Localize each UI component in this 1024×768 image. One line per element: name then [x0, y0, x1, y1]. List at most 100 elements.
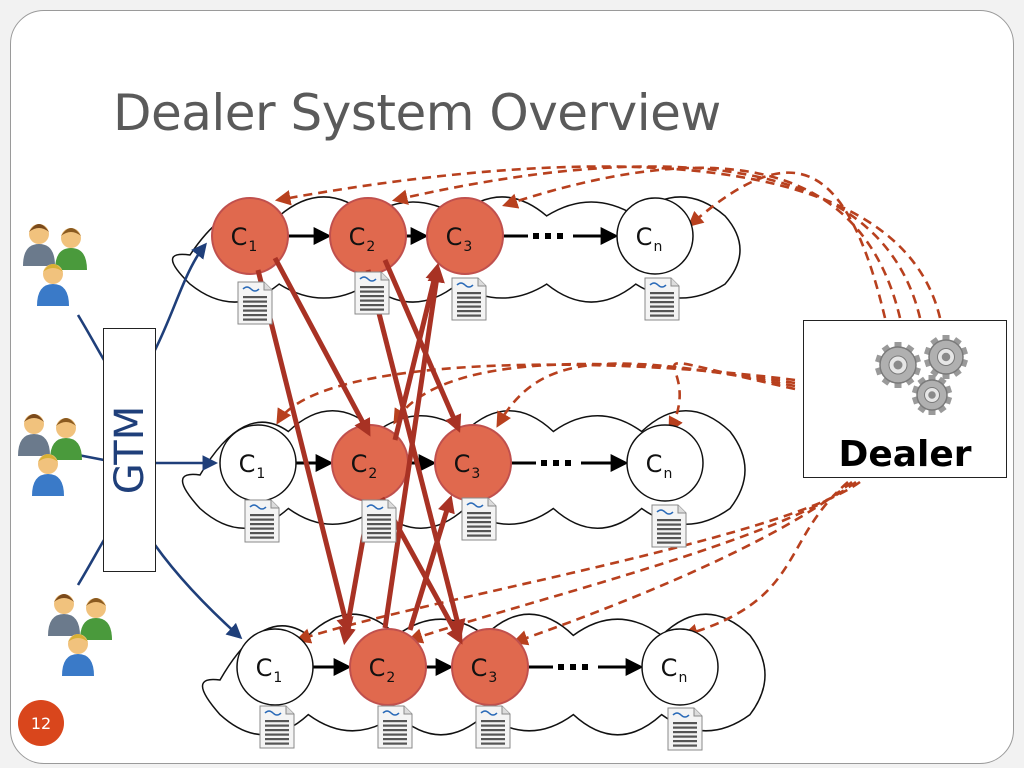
dealer-arrow-bottom [407, 480, 857, 644]
node-subscript: 1 [256, 466, 265, 482]
dealer-arrow-top [391, 165, 922, 319]
node-circle [426, 197, 504, 275]
slide-title: Dealer System Overview [113, 84, 721, 142]
ellipsis-dot [558, 664, 564, 670]
row-arrows-3 [313, 658, 644, 676]
ellipsis-dot [582, 664, 588, 670]
document-icon [475, 705, 511, 749]
migration-arrow [272, 256, 371, 437]
node-subscript: 1 [248, 239, 257, 255]
node-cn: Cn [626, 424, 704, 502]
gtm-connector [77, 453, 105, 462]
migration-arrows [255, 256, 466, 646]
document-icon [377, 705, 413, 749]
migration-arrow [382, 264, 445, 629]
node-subscript: n [653, 239, 662, 255]
node-cn: Cn [616, 197, 694, 275]
users-icon [23, 224, 87, 306]
documents [237, 271, 703, 751]
dealer-arrow-bottom [512, 480, 853, 646]
node-circle [236, 628, 314, 706]
gtm-connector [76, 539, 106, 586]
document-icon [451, 277, 487, 321]
migration-arrow [365, 269, 466, 638]
node-subscript: 3 [463, 239, 472, 255]
dealer-arrow-top [502, 166, 902, 319]
document-icon [667, 707, 703, 751]
node-c2: C2 [349, 628, 427, 706]
dealer-arrow-bottom [682, 481, 849, 639]
node-c3: C3 [434, 424, 512, 502]
ellipsis-dot [565, 460, 571, 466]
node-c1: C1 [211, 197, 289, 275]
ellipsis-dot [541, 460, 547, 466]
document-icon [361, 499, 397, 543]
document-icon [259, 705, 295, 749]
dealer-box: Dealer [803, 320, 1007, 478]
node-circle [211, 197, 289, 275]
node-subscript: 3 [471, 466, 480, 482]
gtm-connector [153, 544, 243, 640]
document-icon [644, 277, 680, 321]
document-icon [237, 281, 273, 325]
ellipsis-dot [557, 233, 563, 239]
node-subscript: n [678, 670, 687, 686]
ellipsis-dot [533, 233, 539, 239]
gear-icon [875, 342, 921, 388]
dealer-arrows [274, 165, 942, 646]
document-icon [354, 271, 390, 315]
user-groups [18, 224, 112, 676]
node-subscript: 2 [386, 670, 395, 686]
node-c3: C3 [451, 628, 529, 706]
node-circle [451, 628, 529, 706]
node-circle [626, 424, 704, 502]
node-subscript: 2 [366, 239, 375, 255]
dealer-arrow-top [687, 171, 887, 319]
ellipsis-dot [570, 664, 576, 670]
node-subscript: 2 [368, 466, 377, 482]
ellipsis-dot [553, 460, 559, 466]
node-circle [641, 628, 719, 706]
document-icon [651, 504, 687, 548]
node-circle [219, 424, 297, 502]
document-icon [244, 499, 280, 543]
node-circle [349, 628, 427, 706]
dealer-label: Dealer [838, 434, 972, 475]
gtm-arrows [76, 242, 243, 640]
node-c1: C1 [236, 628, 314, 706]
row-arrows-1 [288, 227, 619, 245]
page-number: 12 [18, 700, 64, 746]
node-c3: C3 [426, 197, 504, 275]
gtm-box: GTM [103, 328, 156, 572]
row-arrows [288, 227, 644, 676]
node-circle [434, 424, 512, 502]
migration-arrow [382, 259, 462, 433]
gtm-connector [76, 314, 106, 361]
row-arrows-2 [296, 454, 629, 472]
node-circle [329, 197, 407, 275]
gtm-connector [153, 242, 207, 351]
gtm-label: GTM [106, 405, 153, 495]
gear-icon [911, 375, 953, 415]
node-c2: C2 [329, 197, 407, 275]
node-subscript: 3 [488, 670, 497, 686]
dealer-arrow-mid [668, 361, 796, 433]
users-icon [18, 414, 82, 496]
migration-arrow [255, 269, 354, 636]
migration-arrow [407, 494, 455, 631]
node-subscript: n [663, 466, 672, 482]
document-icon [461, 497, 497, 541]
node-cn: Cn [641, 628, 719, 706]
node-circle [616, 197, 694, 275]
dealer-arrow-mid [276, 363, 796, 425]
migration-arrow [392, 262, 443, 441]
users-icon [48, 594, 112, 676]
gears-icon [875, 335, 969, 415]
dealer-arrow-mid [496, 362, 796, 428]
gear-icon [923, 335, 969, 379]
node-c1: C1 [219, 424, 297, 502]
node-subscript: 1 [273, 670, 282, 686]
ellipsis-dot [545, 233, 551, 239]
